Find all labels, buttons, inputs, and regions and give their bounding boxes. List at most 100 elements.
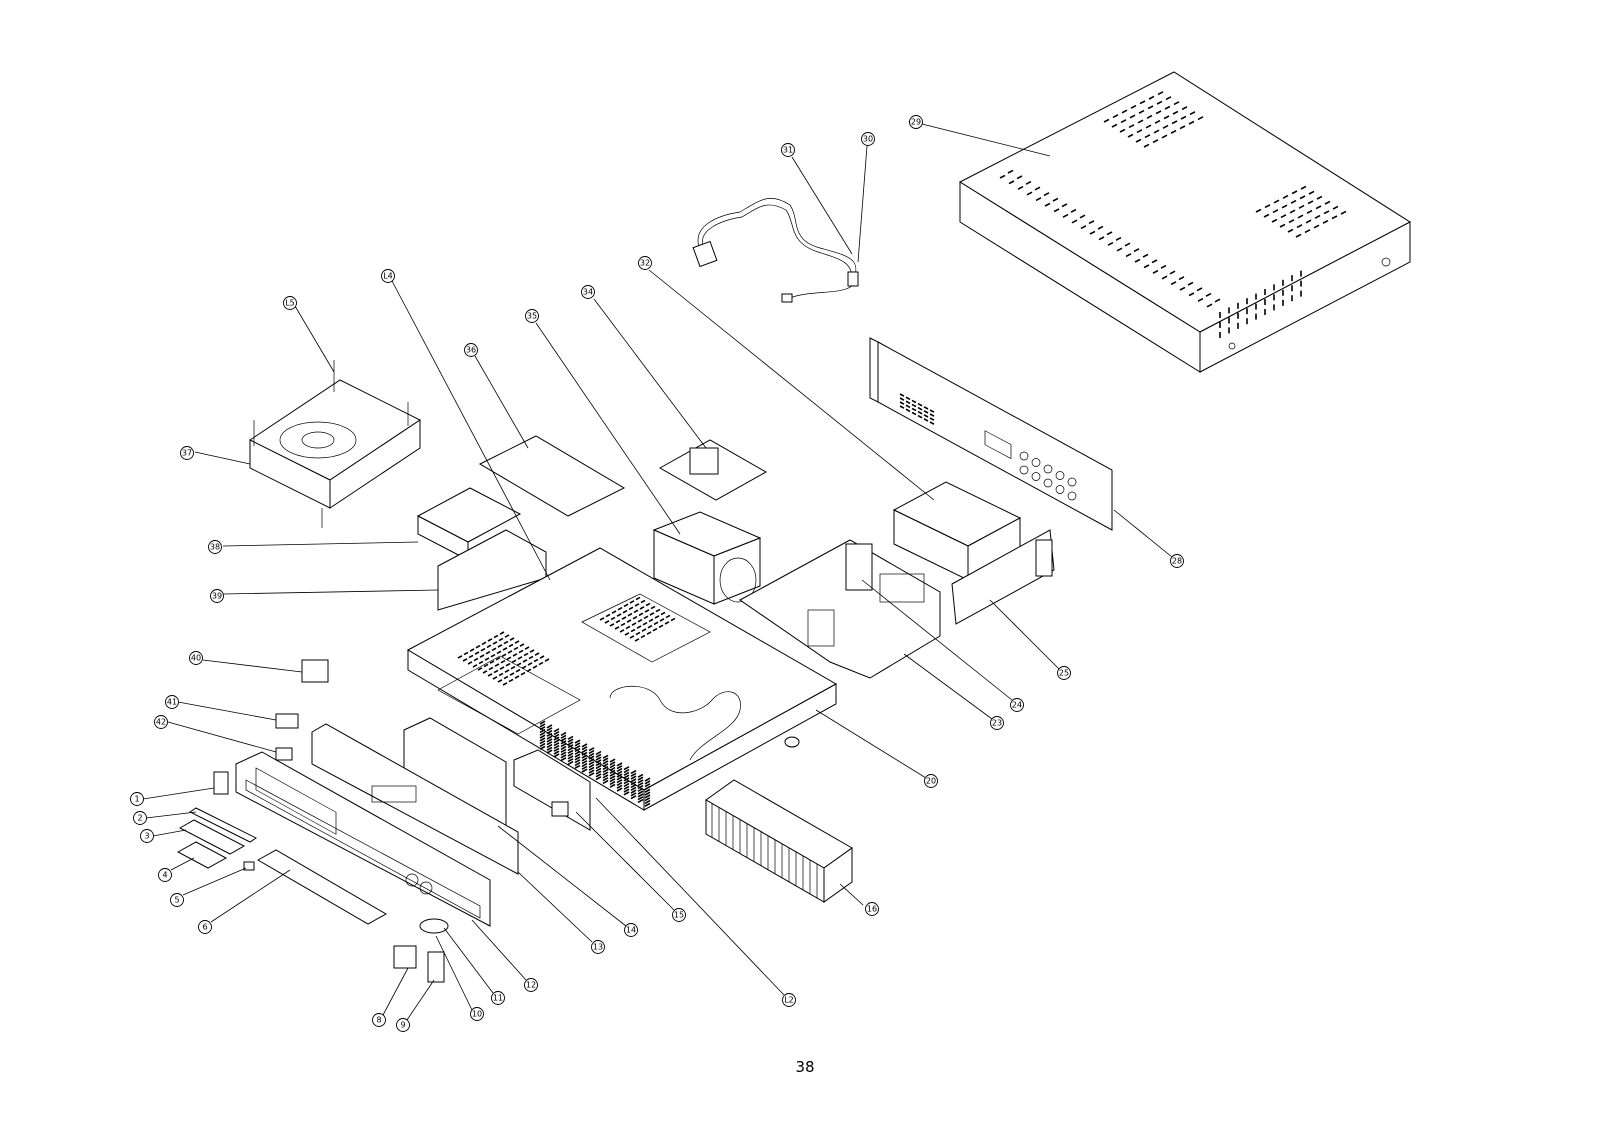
page-number: 38 — [795, 1058, 815, 1076]
vent-slot — [507, 650, 513, 654]
vent-slot — [644, 780, 651, 785]
callout-circle — [165, 695, 179, 709]
small-part-40 — [301, 659, 329, 683]
callout-circle — [154, 715, 168, 729]
vent-slot — [899, 393, 905, 397]
callout-number: 3 — [144, 832, 149, 841]
vent-slot — [602, 768, 609, 773]
vent-slot — [539, 734, 546, 739]
vent-slot — [620, 622, 626, 627]
vent-slot — [1143, 143, 1150, 148]
callout-number: 32 — [640, 259, 650, 268]
vent-slot — [602, 757, 609, 762]
vent-slot — [1188, 292, 1195, 297]
vent-slot — [504, 669, 510, 673]
vent-slot — [609, 766, 616, 772]
vent-slot — [523, 652, 529, 657]
vent-slot — [626, 619, 632, 623]
vent-slot — [574, 759, 581, 764]
board-25-part — [951, 529, 1055, 625]
vent-slot — [1107, 241, 1114, 246]
vent-slot — [506, 656, 512, 661]
callout-number: 12 — [526, 981, 536, 990]
vent-slot — [1035, 197, 1042, 202]
vent-slot — [617, 606, 623, 611]
vent-slot — [622, 609, 628, 614]
callout-labels: 1234568910111213141516202324252829303132… — [130, 115, 1184, 1032]
vent-slot — [623, 766, 630, 771]
vent-slot — [1098, 236, 1105, 241]
callout-number: 42 — [156, 718, 166, 727]
callout-circle — [491, 991, 505, 1005]
vent-slot — [1165, 96, 1172, 101]
callout-40: 40 — [189, 651, 203, 665]
main-pcb-23-part — [739, 539, 941, 679]
vent-slot — [588, 758, 595, 763]
vent-slot — [659, 618, 665, 622]
vent-slot — [560, 751, 567, 756]
vent-slot — [602, 763, 609, 768]
vent-slot — [1137, 119, 1144, 124]
vent-slot — [609, 623, 615, 627]
callout-number: 1 — [134, 795, 139, 804]
vent-slot — [1297, 214, 1304, 219]
vent-slot — [519, 643, 525, 647]
vent-slot — [1180, 115, 1187, 120]
vent-slot — [574, 745, 581, 750]
callout-35: 35 — [525, 309, 539, 323]
vent-slot — [642, 621, 648, 626]
vent-slot — [1323, 210, 1330, 215]
vent-slot — [588, 763, 595, 769]
vent-slot — [639, 606, 645, 610]
vent-slot — [488, 666, 494, 671]
vent-slot — [522, 659, 528, 663]
vent-slot — [602, 774, 609, 779]
vent-slot — [917, 402, 923, 407]
vent-slot — [621, 616, 627, 620]
vent-slot — [595, 759, 602, 764]
rear-jack — [1031, 458, 1041, 467]
vent-slot — [609, 775, 616, 780]
vent-slot — [508, 643, 514, 648]
vent-slot — [1331, 215, 1338, 220]
vent-slot — [1120, 119, 1127, 124]
callout-number: 34 — [583, 288, 593, 297]
vent-slot — [539, 731, 546, 736]
front-panel-part — [235, 751, 491, 927]
vent-slot — [929, 409, 935, 413]
vent-slot — [574, 747, 581, 753]
vent-slot — [513, 646, 519, 651]
vent-slot — [1264, 204, 1271, 209]
small-part-5 — [243, 861, 255, 871]
vent-slot — [658, 624, 664, 629]
callout-number: 6 — [202, 923, 207, 932]
callout-circle — [865, 902, 879, 916]
small-part-42 — [275, 747, 293, 761]
vent-slot — [1153, 129, 1160, 134]
vent-slot — [478, 660, 484, 665]
vent-slot — [905, 396, 911, 401]
vent-slot — [574, 756, 581, 761]
vent-slot — [609, 783, 616, 788]
vent-slot — [1281, 204, 1288, 209]
vent-slot — [588, 772, 595, 777]
vent-slot — [602, 771, 609, 776]
small-part-3 — [178, 819, 246, 855]
callout-number: L4 — [383, 272, 393, 281]
vent-slot — [652, 627, 658, 632]
callout-34: 34 — [581, 285, 595, 299]
vent-slot — [1181, 106, 1188, 111]
callout-6: 6 — [198, 920, 212, 934]
vent-slot — [644, 799, 651, 805]
vent-slot — [911, 407, 917, 412]
vent-slot — [644, 609, 650, 613]
callout-number: 40 — [191, 654, 201, 663]
vent-slot — [631, 622, 637, 626]
rear-jack — [1067, 477, 1077, 487]
vent-slot — [546, 738, 553, 743]
vent-slot — [1289, 209, 1296, 214]
callout-circle — [781, 143, 795, 157]
callout-circle — [130, 792, 144, 806]
callout-circle — [381, 269, 395, 283]
callout-circle — [140, 829, 154, 843]
